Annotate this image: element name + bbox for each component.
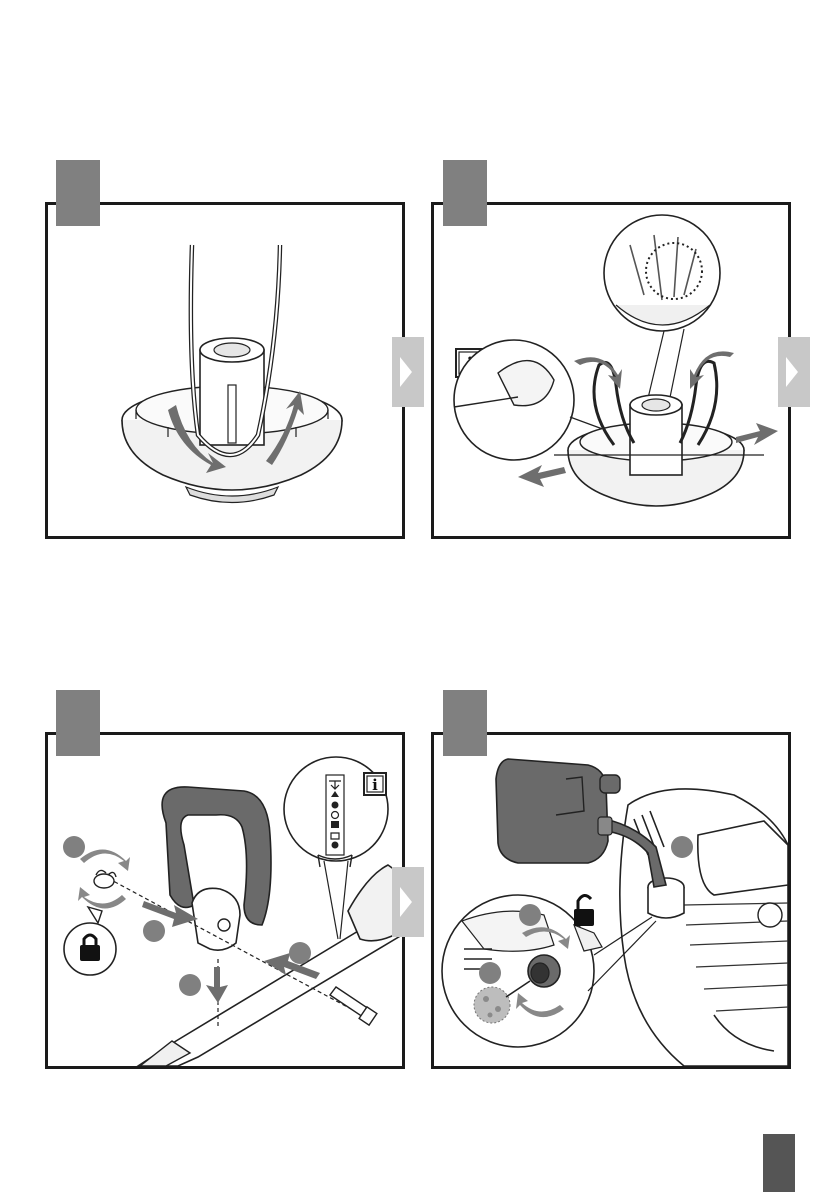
info-icon: i [372, 776, 378, 794]
page-tab [763, 1134, 795, 1192]
step-tab-2 [443, 160, 487, 226]
step-panel-1 [45, 202, 405, 539]
next-step-arrow-icon [392, 337, 424, 407]
unlock-icon [574, 909, 594, 926]
step-panel-2: i [431, 202, 791, 539]
step-tab-4 [443, 690, 487, 756]
next-step-arrow-icon [778, 337, 810, 407]
fuel-filling-illustration [434, 735, 788, 1066]
handle-assembly-illustration: i [48, 735, 402, 1066]
step-panel-4 [431, 732, 791, 1069]
step-tab-3 [56, 690, 100, 756]
step-panel-3: i [45, 732, 405, 1069]
trimmer-head-line-illustration: i [434, 205, 788, 536]
lock-icon [80, 945, 100, 961]
next-step-arrow-icon [392, 867, 424, 937]
step-tab-1 [56, 160, 100, 226]
trimmer-head-illustration [48, 205, 402, 536]
